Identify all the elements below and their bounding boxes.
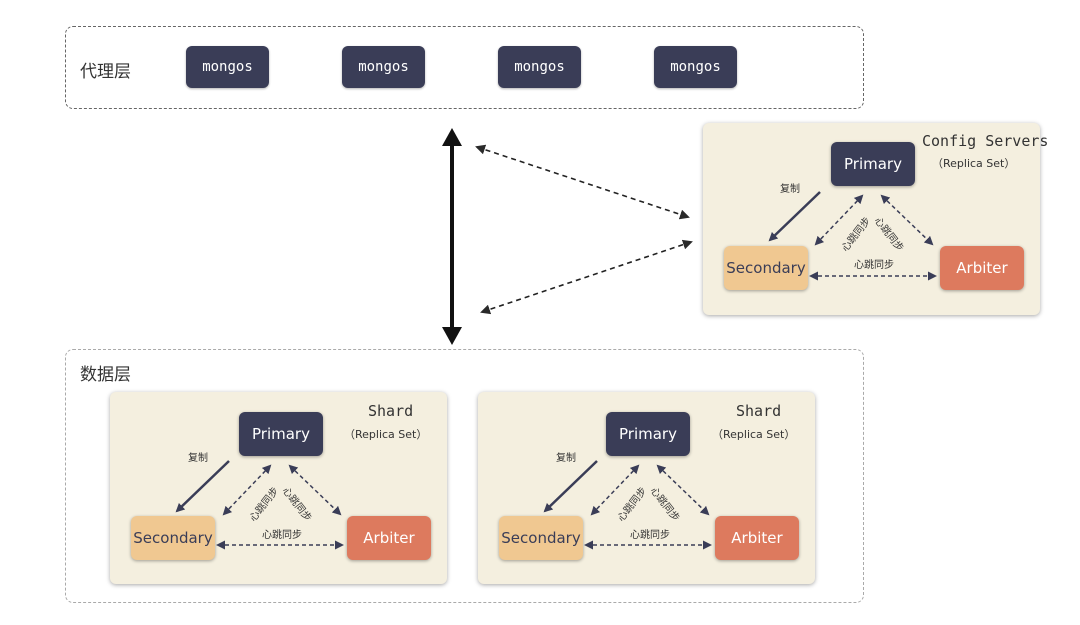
heartbeat-arrow: [288, 464, 342, 516]
config-primary-node: Primary: [831, 142, 915, 186]
heartbeat-label: 心跳同步: [262, 530, 302, 541]
proxy-layer: 代理层: [65, 26, 864, 109]
replicate-label: 复制: [188, 453, 208, 464]
mongos-node: mongos: [654, 46, 737, 88]
heartbeat-arrow: [590, 464, 640, 516]
shard-title: Shard: [736, 402, 782, 420]
replicate-arrow: [543, 460, 598, 513]
replicate-label: 复制: [556, 453, 576, 464]
shard-arbiter-node: Arbiter: [347, 516, 431, 560]
config-arbiter-node: Arbiter: [940, 246, 1024, 290]
shard-title: Shard: [368, 402, 414, 420]
heartbeat-arrow: [880, 194, 934, 246]
heartbeat-arrow: [814, 194, 864, 246]
shard-primary-node: Primary: [239, 412, 323, 456]
replicate-label: 复制: [780, 184, 800, 195]
config-servers-subtitle: （Replica Set）: [932, 157, 1016, 170]
heartbeat-arrow: [222, 464, 272, 516]
proxy-layer-title: 代理层: [80, 62, 131, 82]
mongos-node: mongos: [342, 46, 425, 88]
heartbeat-label: 心跳同步: [854, 260, 894, 271]
shard-secondary-node: Secondary: [131, 516, 215, 560]
mongos-node: mongos: [186, 46, 269, 88]
data-layer: 数据层: [65, 349, 864, 603]
heartbeat-arrow: [656, 464, 710, 516]
config-link-arrow: [480, 239, 693, 315]
replicate-arrow: [768, 191, 821, 242]
shard-arbiter-node: Arbiter: [715, 516, 799, 560]
shard-subtitle: （Replica Set）: [712, 428, 796, 441]
shard-secondary-node: Secondary: [499, 516, 583, 560]
heartbeat-label: 心跳同步: [630, 530, 670, 541]
config-secondary-node: Secondary: [724, 246, 808, 290]
config-servers-title: Config Servers: [922, 132, 1049, 150]
mongos-node: mongos: [498, 46, 581, 88]
replicate-arrow: [175, 460, 230, 513]
shard-primary-node: Primary: [606, 412, 690, 456]
shard-subtitle: （Replica Set）: [344, 428, 428, 441]
config-link-arrow: [475, 144, 690, 220]
data-layer-title: 数据层: [80, 365, 131, 385]
